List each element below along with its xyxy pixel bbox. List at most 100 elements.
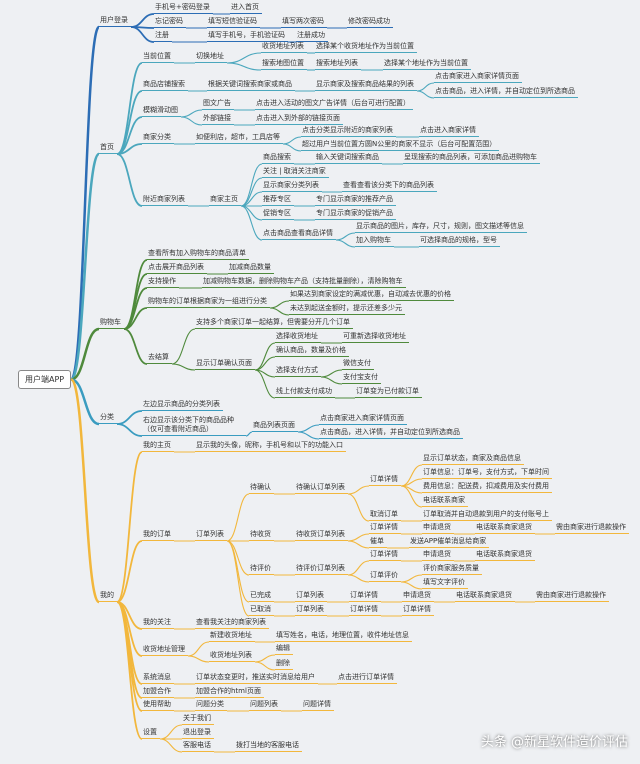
node: 显示商品的图片，库存，尺寸，规则，图文描述等信息: [355, 222, 527, 233]
connector-line: [269, 300, 290, 309]
node: 商家分类: [142, 133, 174, 144]
connector-line: [116, 153, 143, 207]
node: 点击商品，进入详情，并自动定位到所选商品: [319, 428, 463, 439]
node: 关注 | 取消关注商家: [262, 167, 329, 178]
connector-line: [116, 540, 143, 603]
node: 附近商家列表: [142, 195, 188, 206]
node: 点击进入商家详情: [419, 126, 479, 137]
node: 待收货订单列表: [295, 530, 348, 541]
connector-line: [282, 143, 302, 152]
node: 使用帮助: [142, 700, 174, 711]
node: 问题列表: [249, 700, 281, 711]
connector-line: [226, 540, 250, 603]
node: 费用信息：配送费，扣减费用及实付费用: [422, 482, 552, 493]
connector-line: [226, 52, 262, 64]
connector-line: [254, 661, 276, 671]
node: 微信支付: [342, 359, 374, 370]
connector-line: [254, 654, 276, 663]
node: 可选择商品的规格，型号: [419, 236, 500, 247]
connector-line: [254, 342, 276, 371]
node: 我的订单: [142, 530, 174, 541]
connector-line: [70, 327, 100, 381]
node: 电话联系商家退货: [475, 550, 535, 561]
node: 填写手机号，手机验证码: [207, 31, 288, 42]
connector-line: [70, 378, 100, 426]
node: 电话联系商家: [422, 496, 468, 507]
node: 支持操作: [147, 277, 179, 288]
node: 填写两次密码: [281, 17, 327, 28]
node: 订单评价: [369, 571, 401, 582]
node: 点击进入到外部的链接页面: [255, 114, 343, 125]
node: 商品店铺搜索: [142, 80, 188, 91]
node: 搜索地图位置: [261, 59, 307, 70]
node: 需由商家进行退款操作: [535, 591, 609, 602]
node: 进入首页: [230, 3, 262, 14]
node: 退出登录: [182, 728, 214, 739]
connector-line: [69, 152, 101, 381]
connector-line: [171, 328, 196, 365]
node: 我的关注: [142, 618, 174, 629]
node: 查看所有加入购物车的商品清单: [147, 249, 249, 260]
connector-line: [123, 328, 148, 365]
node: 支持多个商家订单一起结算，但需要分开几个订单: [195, 318, 353, 329]
connector-line: [130, 26, 155, 43]
node: 点击商品，进入详情，并自动定位到所选商品: [434, 87, 578, 98]
node: 选择支付方式: [275, 366, 321, 377]
connector-line: [347, 485, 370, 495]
connector-line: [416, 90, 435, 99]
node: 商品搜索: [262, 153, 294, 164]
connector-line: [347, 540, 370, 549]
node: 查看查看该分类下的商品列表: [342, 181, 437, 192]
connector-line: [69, 25, 101, 381]
node: 新建收货地址: [209, 631, 255, 642]
node: 发送APP催单消息给商家: [409, 537, 490, 548]
node: 呈现搜索的商品列表，可添加商品进购物车: [403, 153, 540, 164]
node-category: 分类: [99, 413, 117, 424]
connector-line: [347, 533, 370, 542]
connector-line: [347, 560, 370, 576]
connector-line: [159, 724, 183, 740]
node: 收货地址管理: [142, 645, 188, 656]
node: 查看我关注的商家列表: [195, 618, 269, 629]
node: 申请退货: [402, 591, 434, 602]
node: 当前位置: [142, 52, 174, 63]
connector-line: [400, 574, 423, 583]
node: 推荐专区: [262, 195, 294, 206]
node: 专门显示商家的促销产品: [315, 209, 396, 220]
node: 加盟合作的html页面: [195, 687, 264, 698]
connector-line: [297, 431, 320, 440]
node: 评价商家服务质量: [422, 564, 482, 575]
node: 加减商品数量: [228, 263, 274, 274]
connector-line: [123, 307, 148, 330]
node-user-login: 用户登录: [99, 16, 131, 27]
node: 确认商品，数量及价格: [275, 346, 349, 357]
node: 客服电话: [182, 741, 214, 752]
connector-line: [226, 62, 262, 71]
node: 去结算: [147, 353, 172, 364]
node: 点击商家进入商家详情页面: [434, 72, 522, 83]
node: 取消订单: [369, 510, 401, 521]
node: 注册成功: [296, 31, 328, 42]
connector-line: [116, 451, 143, 603]
connector-line: [116, 423, 143, 437]
node: 订单详情: [369, 475, 401, 486]
node: 订单变为已付款订单: [355, 387, 422, 398]
node: 申请退货: [422, 550, 454, 561]
node: 订单列表: [195, 530, 227, 541]
connector-line: [320, 376, 343, 385]
node: 商品列表页面: [252, 421, 298, 432]
connector-line: [254, 356, 276, 371]
node: 删除: [275, 659, 293, 670]
node: 显示商家分类列表: [262, 181, 322, 192]
node: 问题分类: [195, 700, 227, 711]
connector-line: [269, 307, 290, 316]
connector-line: [240, 205, 263, 221]
node: 加入购物车: [355, 236, 394, 247]
node: 外部链接: [202, 114, 234, 125]
node: 订单详情: [349, 605, 381, 616]
node: 订单信息：订单号，支付方式，下单时间: [422, 468, 552, 479]
connector-line: [171, 363, 196, 371]
node: 超过用户当前位置方圆N公里的商家不显示（后台可配置范围）: [301, 140, 500, 151]
node: 模糊滑动图: [142, 106, 181, 117]
node-home: 首页: [99, 143, 117, 154]
